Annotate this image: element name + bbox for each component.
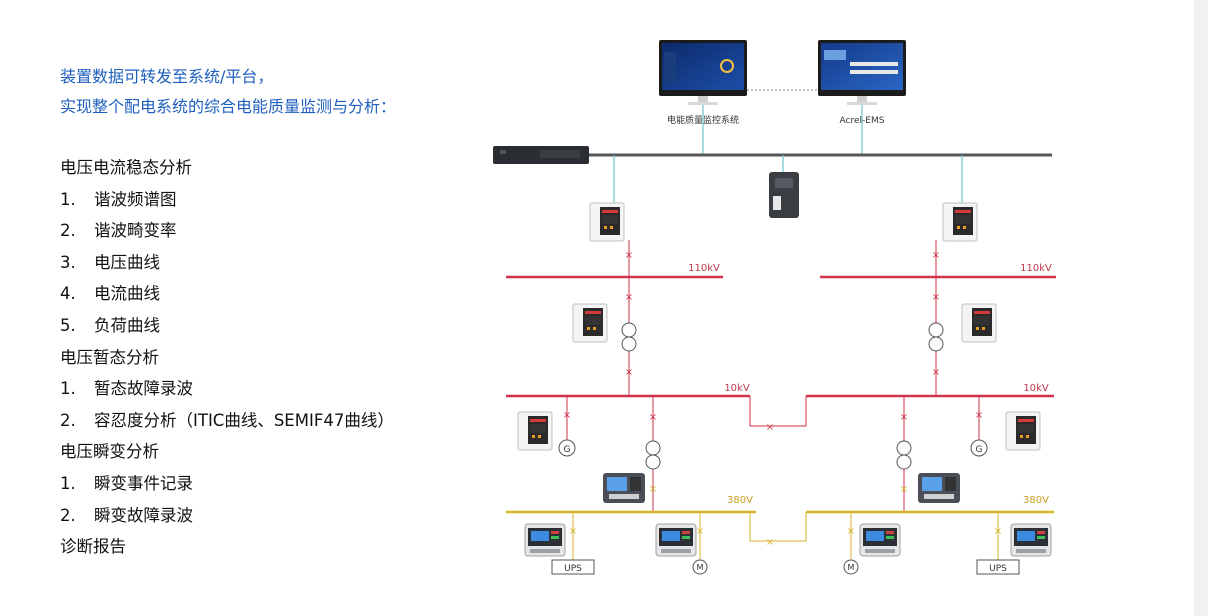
- transformer-icon: [621, 322, 637, 352]
- list-item: 2.谐波畸变率: [60, 221, 177, 241]
- bus-110kv-label: 110kV: [1020, 263, 1052, 274]
- section-title: 电压电流稳态分析: [60, 158, 192, 177]
- power-meter-icon: [961, 303, 997, 343]
- intro-text: 装置数据可转发至系统/平台， 实现整个配电系统的综合电能质量监测与分析：: [60, 62, 396, 122]
- breaker-icon: ×: [563, 410, 571, 421]
- power-meter-icon: [603, 473, 645, 503]
- network-switch-icon: [493, 146, 589, 164]
- power-meter-icon: [517, 411, 553, 451]
- power-meter-icon: [572, 303, 608, 343]
- generator-symbol: G: [564, 445, 571, 455]
- power-meter-icon: [524, 523, 566, 557]
- ups-box: [976, 559, 1020, 575]
- list-item: 1.暂态故障录波: [60, 379, 193, 399]
- breaker-icon: ×: [649, 412, 657, 423]
- power-meter-icon: [1010, 523, 1052, 557]
- transformer-icon: [928, 322, 944, 352]
- list-item: 1.谐波频谱图: [60, 189, 177, 209]
- list-item: 5.负荷曲线: [60, 315, 160, 335]
- breaker-icon: ×: [649, 484, 657, 495]
- list-item: 3.电压曲线: [60, 252, 160, 272]
- breaker-icon: ×: [625, 250, 633, 261]
- list-item: 1.瞬变事件记录: [60, 473, 193, 493]
- bus-10kv-label: 10kV: [1023, 383, 1049, 394]
- power-meter-icon: [859, 523, 901, 557]
- list-item: 2.容忍度分析（ITIC曲线、SEMIF47曲线）: [60, 410, 394, 430]
- ups-label: UPS: [564, 564, 582, 574]
- motor-icon: [692, 559, 708, 575]
- breaker-icon: ×: [900, 412, 908, 423]
- bus-380v-label: 380V: [1023, 495, 1049, 506]
- power-meter-icon: [655, 523, 697, 557]
- generator-symbol: G: [976, 445, 983, 455]
- breaker-icon: ×: [994, 526, 1002, 537]
- list-item: 4.电流曲线: [60, 284, 160, 304]
- breaker-icon: ×: [932, 250, 940, 261]
- breaker-icon: ×: [766, 537, 774, 548]
- window-edge-bar: [1194, 0, 1208, 616]
- bus-tie-380v: [749, 512, 807, 542]
- intro-line-2: 实现整个配电系统的综合电能质量监测与分析：: [60, 97, 397, 116]
- section-title: 电压瞬变分析: [60, 442, 159, 462]
- motor-icon: [843, 559, 859, 575]
- section-title: 诊断报告: [60, 537, 126, 557]
- power-meter-icon: [589, 202, 625, 242]
- power-system-diagram: 电能质量监控系统 Acrel-EMS × × 110kV 110kV ×: [493, 40, 1056, 575]
- transformer-icon: [645, 440, 661, 470]
- breaker-icon: ×: [932, 367, 940, 378]
- breaker-icon: ×: [900, 484, 908, 495]
- ups-box: [551, 559, 595, 575]
- monitor-icon: [659, 40, 747, 105]
- list-item: 2.瞬变故障录波: [60, 505, 193, 525]
- monitor-icon: [818, 40, 906, 105]
- gateway-icon: [769, 172, 799, 218]
- breaker-icon: ×: [569, 526, 577, 537]
- breaker-icon: ×: [625, 292, 633, 303]
- power-meter-icon: [1005, 411, 1041, 451]
- transformer-icon: [896, 440, 912, 470]
- motor-symbol: M: [697, 563, 704, 572]
- breaker-icon: ×: [766, 422, 774, 433]
- intro-line-1: 装置数据可转发至系统/平台，: [60, 67, 274, 86]
- ups-label: UPS: [989, 564, 1007, 574]
- section-title: 电压暂态分析: [60, 347, 159, 367]
- bus-110kv-label: 110kV: [688, 263, 720, 274]
- breaker-icon: ×: [932, 292, 940, 303]
- breaker-icon: ×: [625, 367, 633, 378]
- analysis-list: 电压电流稳态分析 1.谐波频谱图 2.谐波畸变率 3.电压曲线 4.电流曲线 5…: [60, 152, 394, 563]
- power-meter-icon: [942, 202, 978, 242]
- breaker-icon: ×: [847, 526, 855, 537]
- generator-icon: [558, 439, 576, 457]
- motor-symbol: M: [848, 563, 855, 572]
- breaker-icon: ×: [975, 410, 983, 421]
- bus-380v-label: 380V: [727, 495, 753, 506]
- generator-icon: [970, 439, 988, 457]
- bus-tie-10kv: [749, 396, 807, 427]
- bus-10kv-label: 10kV: [724, 383, 750, 394]
- breaker-icon: ×: [696, 526, 704, 537]
- power-meter-icon: [918, 473, 960, 503]
